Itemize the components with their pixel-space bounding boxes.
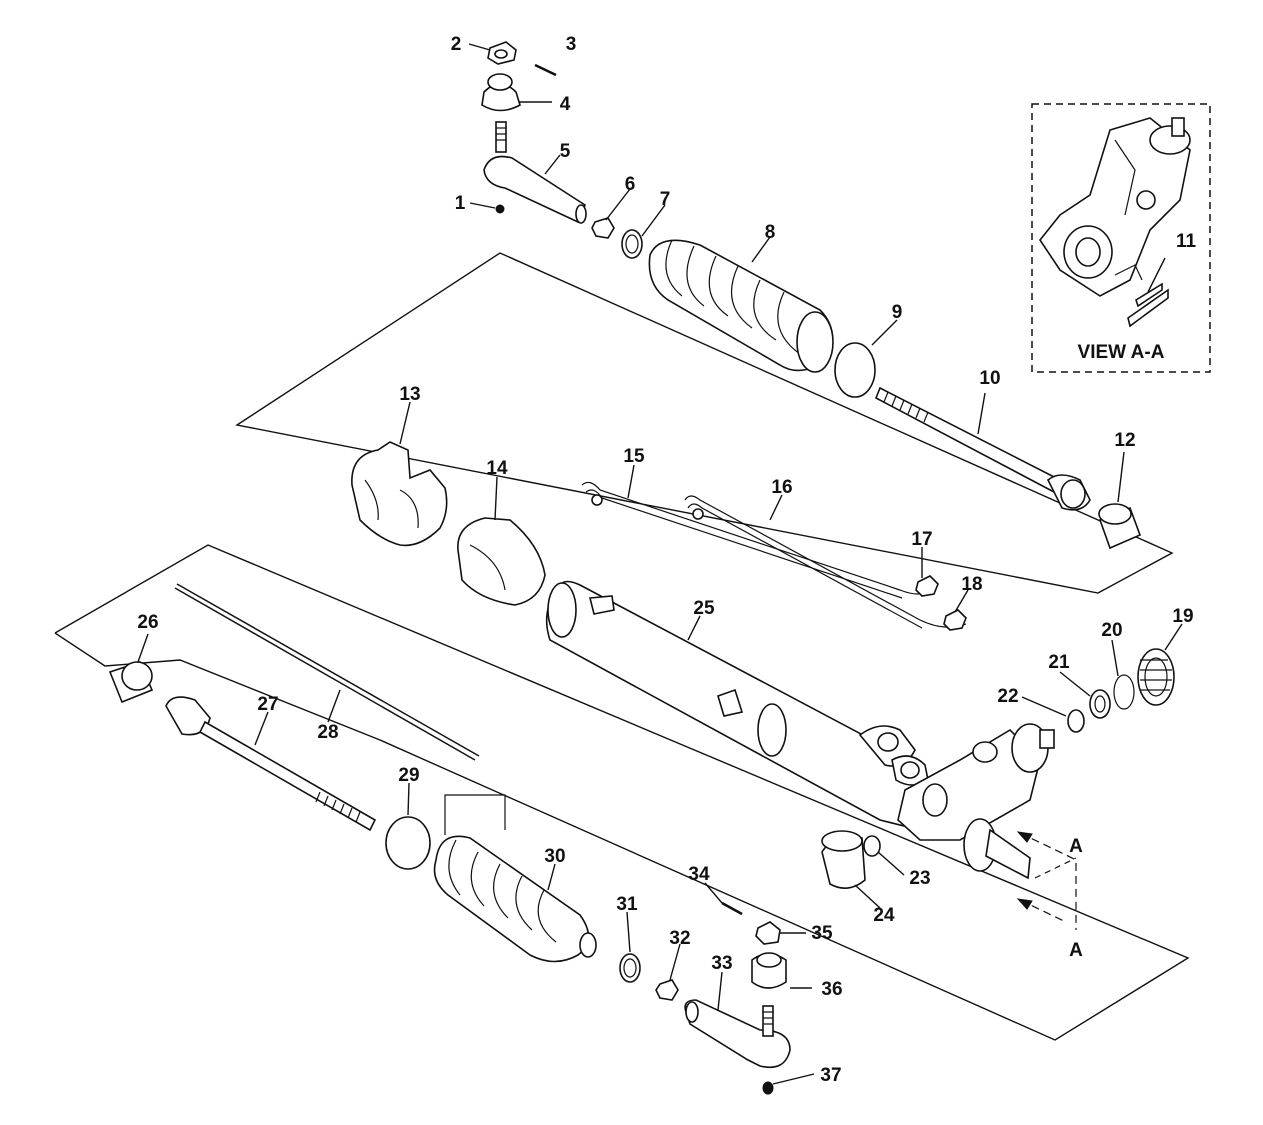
section-marker-top: A: [1069, 836, 1083, 857]
callout-5: 5: [560, 141, 571, 162]
callout-1: 1: [455, 193, 466, 214]
callout-14: 14: [486, 458, 508, 479]
lower-group-frame: [54, 544, 1190, 1041]
callout-11: 11: [1176, 231, 1197, 252]
section-marker-bottom: A: [1069, 940, 1083, 961]
section-markers: A A: [1016, 831, 1083, 961]
callout-33: 33: [711, 953, 732, 974]
callout-17: 17: [911, 529, 932, 550]
callout-4: 4: [560, 94, 571, 115]
callout-35: 35: [811, 923, 833, 944]
callout-8: 8: [765, 222, 776, 243]
lower-tie-rod-end: 31 32 33 36 35 34 37: [616, 864, 843, 1095]
pinion-fittings: 19 20 21 22 23 24: [821, 606, 1194, 926]
callout-7: 7: [660, 189, 671, 210]
callout-3: 3: [566, 34, 577, 55]
callout-30: 30: [544, 846, 565, 867]
callout-23: 23: [909, 868, 930, 889]
callout-27: 27: [257, 694, 278, 715]
callout-26: 26: [137, 612, 158, 633]
upper-tie-rod-end: 2 3 4 5 1: [451, 34, 587, 224]
mounting-brackets: 13 14: [351, 384, 546, 606]
lower-inner-tie-rod: 26 27 28 29 30: [108, 583, 597, 963]
callout-19: 19: [1172, 606, 1193, 627]
view-label: VIEW A-A: [1078, 342, 1165, 363]
callout-36: 36: [821, 979, 842, 1000]
callout-21: 21: [1048, 652, 1070, 673]
rack-housing: 25: [545, 580, 1055, 880]
callout-34: 34: [688, 864, 710, 885]
callout-6: 6: [625, 174, 636, 195]
upper-inner-tie-rod: 10 12: [874, 368, 1142, 550]
callout-20: 20: [1101, 620, 1122, 641]
callout-16: 16: [771, 477, 792, 498]
callout-13: 13: [399, 384, 420, 405]
callout-32: 32: [669, 928, 690, 949]
callout-29: 29: [398, 765, 419, 786]
callout-9: 9: [892, 302, 903, 323]
callout-12: 12: [1114, 430, 1135, 451]
callout-22: 22: [997, 686, 1018, 707]
callout-37: 37: [820, 1065, 841, 1086]
callout-24: 24: [873, 905, 895, 926]
upper-boot-assembly: 6 7 8 9: [591, 174, 903, 398]
callout-25: 25: [693, 598, 715, 619]
upper-group-frame: [235, 252, 1174, 594]
callout-31: 31: [616, 894, 638, 915]
callout-28: 28: [317, 722, 338, 743]
callout-18: 18: [961, 574, 982, 595]
view-a-a-inset: 11 VIEW A-A: [1031, 103, 1211, 373]
callout-15: 15: [623, 446, 645, 467]
callout-10: 10: [979, 368, 1000, 389]
callout-2: 2: [451, 34, 462, 55]
hydraulic-lines: 15 16 17 18: [581, 446, 983, 631]
